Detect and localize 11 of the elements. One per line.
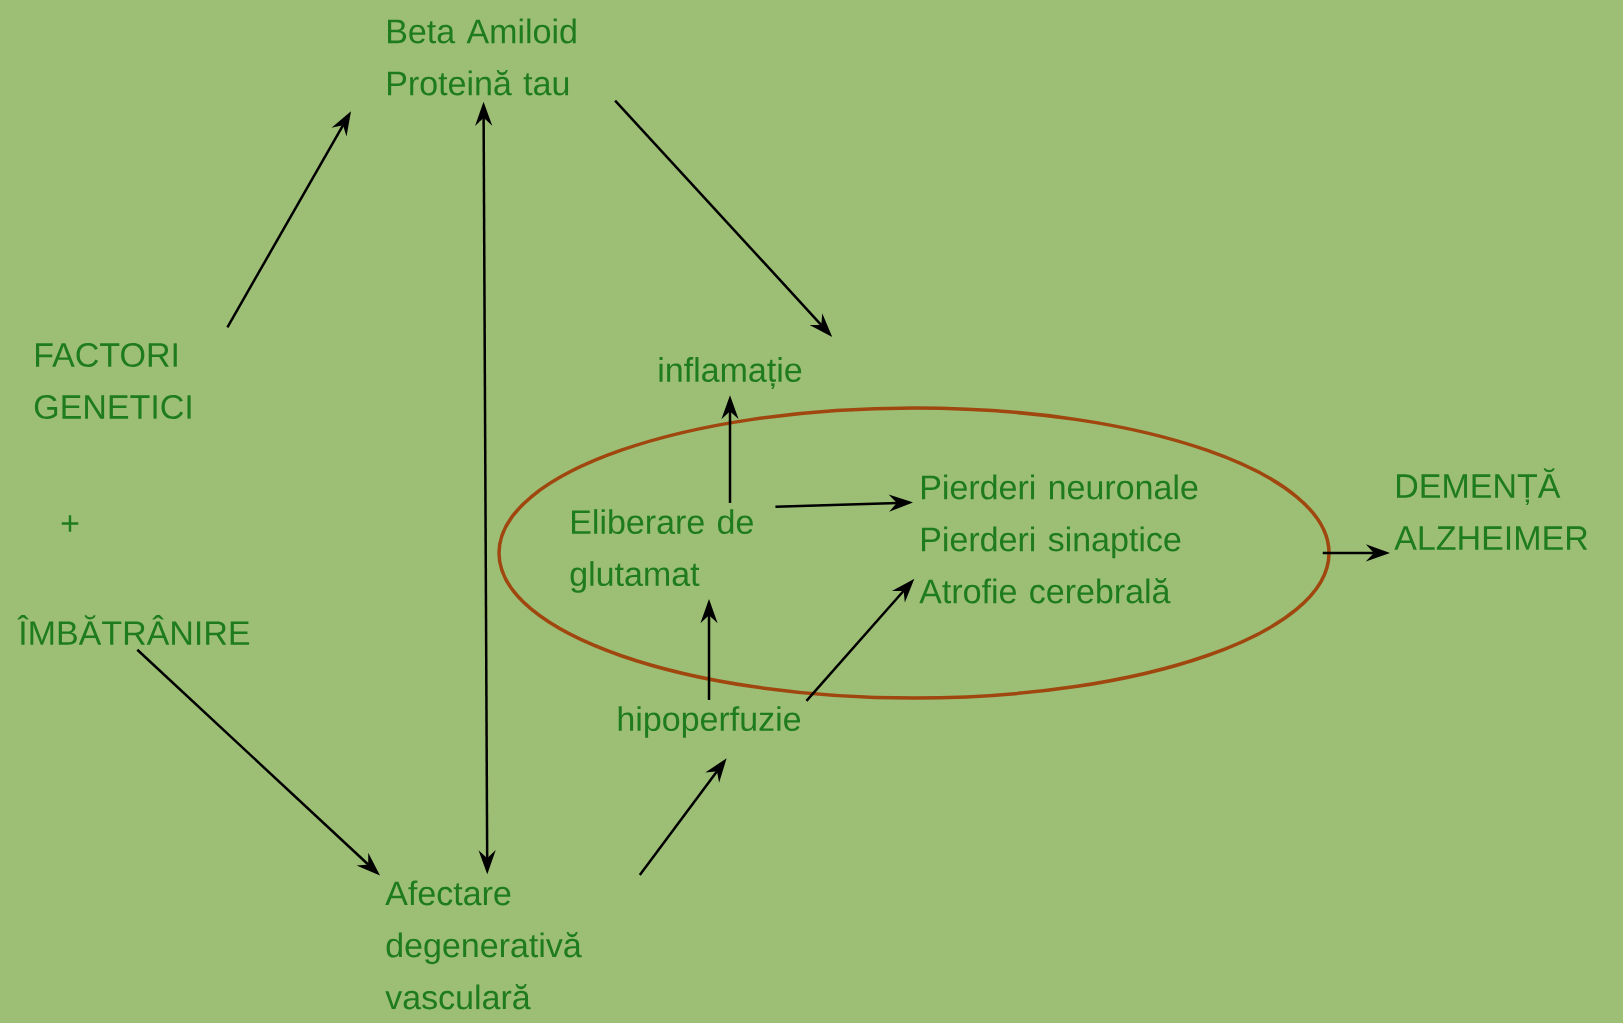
- text-label: hipoperfuzie: [618, 706, 801, 738]
- text-label: Beta Amiloid Proteină tau: [388, 18, 576, 96]
- text-label: Pierderi neuronale Pierderi sinaptice Atrofie cerebrală: [919, 474, 1198, 604]
- text-label: Afectare degenerativă vasculară: [385, 880, 582, 1010]
- text-label: ÎMBĂTRÂNIRE: [17, 615, 250, 645]
- text-label: inflamație: [659, 357, 802, 389]
- ellipse: [497, 406, 1331, 700]
- text-label: FACTORI GENETICI: [34, 342, 191, 419]
- text-label: Eliberare de glutamat: [570, 509, 753, 593]
- plus-sign: +: [61, 515, 79, 532]
- text-label: DEMENȚĂ ALZHEIMER: [1394, 468, 1588, 550]
